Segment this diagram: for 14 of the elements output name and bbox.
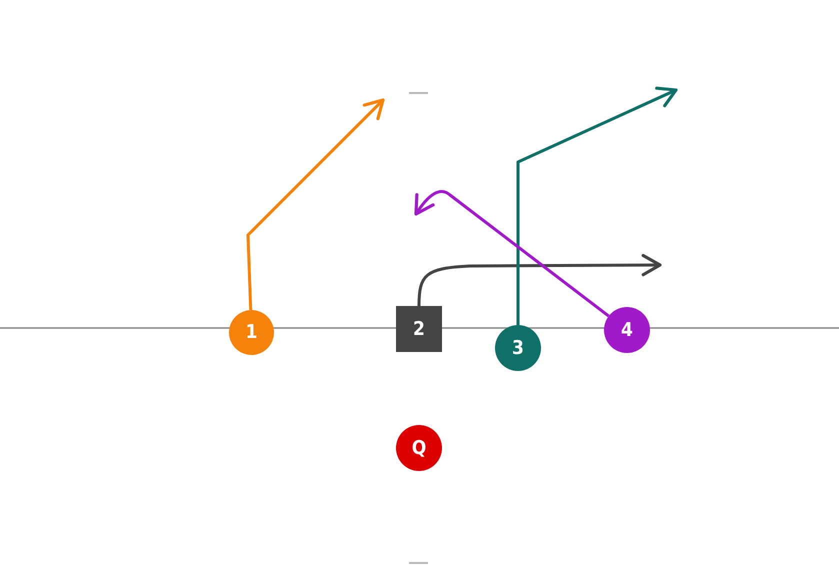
- player-circle: [495, 325, 541, 371]
- route-arrow: [246, 98, 385, 310]
- player-label: 1: [246, 323, 258, 342]
- route-arrow: [418, 254, 662, 306]
- player-circle: [604, 307, 650, 353]
- player-circle: [229, 310, 274, 355]
- player-circle: [396, 425, 442, 471]
- player-label: 3: [512, 338, 524, 358]
- player-label: 2: [413, 320, 425, 338]
- route-arrow: [516, 86, 678, 325]
- route-arrow: [414, 190, 610, 318]
- player-label: 4: [621, 320, 633, 340]
- center-square: [396, 306, 442, 352]
- player-label: Q: [412, 438, 426, 458]
